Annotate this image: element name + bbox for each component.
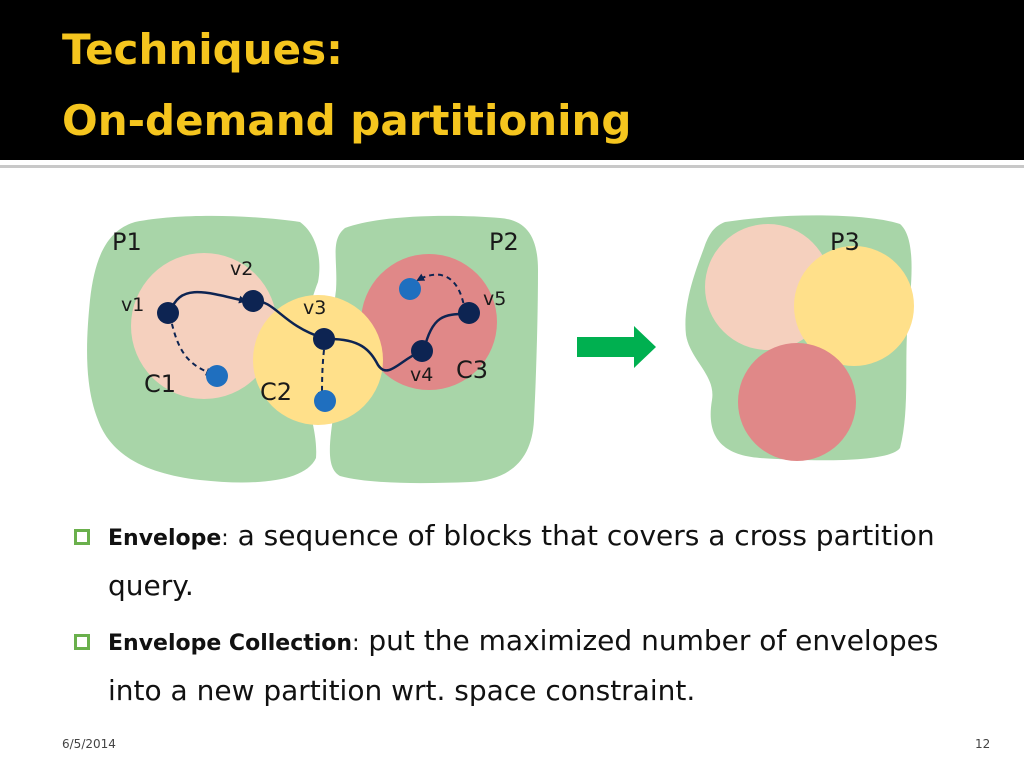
edge-v1-c1-dashed	[169, 314, 214, 376]
partition-p2-label: P2	[489, 228, 519, 256]
slide-page-number: 12	[975, 737, 991, 751]
bullet-square-icon	[74, 634, 90, 650]
cluster-c1-label: C1	[144, 370, 176, 398]
bullet-term: Envelope	[108, 526, 222, 551]
bullet-item: Envelope: a sequence of blocks that cove…	[74, 512, 974, 609]
bullet-separator: :	[221, 526, 229, 551]
partition-p3-label: P3	[830, 228, 860, 256]
vertex-v1	[157, 302, 179, 324]
edge-v3-c2-dashed	[318, 340, 327, 400]
bullet-term: Envelope Collection	[108, 631, 353, 656]
transform-arrow	[577, 326, 656, 368]
vertex-v1-label: v1	[121, 294, 144, 316]
vertex-v2-label: v2	[230, 258, 253, 280]
bullet-text: put the maximized number of envelopes in…	[108, 624, 939, 707]
slide-date: 6/5/2014	[62, 737, 116, 751]
vertex-v5-label: v5	[483, 288, 506, 310]
vertex-v2	[242, 290, 264, 312]
partitioning-diagram: P1 P2 P3 C1 C2 C3 v1 v2 v3 v4 v5	[87, 215, 914, 484]
bullet-text: a sequence of blocks that covers a cross…	[108, 519, 935, 602]
cluster-c2-circle	[253, 295, 383, 425]
slide-title-line-2: On-demand partitioning	[62, 96, 632, 145]
cluster-c1-node	[206, 365, 228, 387]
edge-v3-v4	[325, 337, 422, 372]
title-divider	[0, 165, 1024, 168]
bullet-separator: :	[352, 631, 360, 656]
title-bar: Techniques: On-demand partitioning	[0, 0, 1024, 160]
slide-title-line-1: Techniques:	[62, 25, 343, 74]
bullet-item: Envelope Collection: put the maximized n…	[74, 617, 974, 714]
edge-v5-c3-dashed	[416, 273, 466, 313]
vertex-v5	[458, 302, 480, 324]
partition-p1-label: P1	[112, 228, 142, 256]
bullet-list: Envelope: a sequence of blocks that cove…	[74, 512, 974, 722]
bullet-square-icon	[74, 529, 90, 545]
vertex-v4	[411, 340, 433, 362]
cluster-c3-node	[399, 278, 421, 300]
cluster-c2-node	[314, 390, 336, 412]
vertex-v4-label: v4	[410, 364, 433, 386]
cluster-c3-label: C3	[456, 356, 488, 384]
p3-cluster-red	[738, 343, 856, 461]
vertex-v3-label: v3	[303, 297, 326, 319]
cluster-c2-label: C2	[260, 378, 292, 406]
cluster-c1-circle	[131, 253, 277, 399]
p3-cluster-yellow	[794, 246, 914, 366]
cluster-c3-circle	[361, 254, 497, 390]
vertex-v3	[313, 328, 335, 350]
